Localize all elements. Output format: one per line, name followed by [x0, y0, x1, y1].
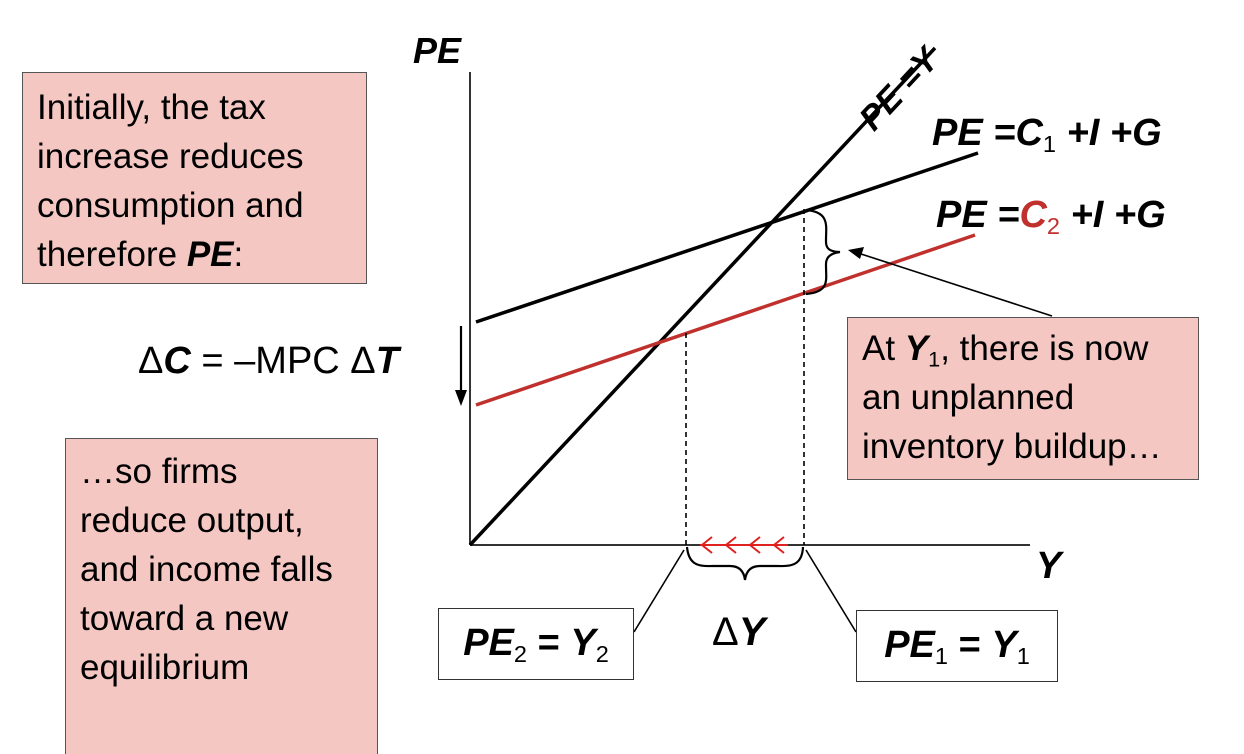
- delta-y-y: Y: [738, 610, 766, 654]
- pe2-eq-pe-sub: 2: [513, 641, 528, 668]
- initial-line-4: therefore PE:: [37, 230, 366, 279]
- firms-line-4: toward a new: [80, 599, 289, 638]
- delta-c-mid: = –MPC: [190, 340, 351, 382]
- pe2-c: C: [1019, 194, 1047, 236]
- firms-line-2: reduce output,: [80, 501, 304, 540]
- delta-y-delta: Δ: [712, 610, 739, 654]
- initial-line-1: Initially, the tax: [37, 88, 266, 127]
- pe1-eq-pe: PE: [884, 624, 935, 666]
- pe-equals-y-line: [468, 46, 937, 547]
- pe1-line: [475, 151, 979, 324]
- pe1-eq-sign: =: [948, 624, 992, 666]
- delta-c-t: T: [375, 340, 399, 382]
- initial-line-4-text: therefore: [37, 235, 187, 274]
- pe1-leader: [805, 549, 857, 633]
- inventory-box: At Y1, there is now an unplanned invento…: [847, 317, 1199, 480]
- pe1-eq: =: [993, 112, 1016, 154]
- inventory-brace: [805, 208, 841, 296]
- inventory-pointer-line: [857, 252, 1053, 317]
- pe2-eq-y-sub: 2: [595, 641, 609, 668]
- pe1-c: C: [1015, 112, 1043, 154]
- pe2-eq-pe: PE: [463, 622, 514, 664]
- inventory-line-3: inventory buildup…: [862, 427, 1162, 466]
- inventory-line-2: an unplanned: [862, 378, 1075, 417]
- pe1-line-label: PE =C1 +I +G: [932, 112, 1162, 158]
- inventory-pre: At: [862, 329, 905, 368]
- firms-response-box: …so firms reduce output, and income fall…: [65, 438, 378, 754]
- initial-colon: :: [233, 235, 244, 274]
- x-axis-label: Y: [1036, 545, 1062, 587]
- inventory-pointer-head: [848, 247, 864, 259]
- firms-line-5: equilibrium: [80, 648, 250, 687]
- pe2-equilibrium-label: PE2 = Y2: [438, 608, 634, 680]
- initial-line-3: consumption and: [37, 186, 304, 225]
- inventory-y: Y: [904, 329, 929, 368]
- pe2-eq: =: [997, 194, 1020, 236]
- pe2-rest: +I +G: [1070, 194, 1166, 236]
- pe2-eq-sign: =: [527, 622, 571, 664]
- initial-line-2: increase reduces: [37, 137, 304, 176]
- y-axis-label: PE: [413, 30, 462, 71]
- pe2-c-sub: 2: [1046, 213, 1061, 240]
- pe1-rest: +I +G: [1066, 112, 1162, 154]
- inventory-line-1: At Y1, there is now: [862, 324, 1198, 373]
- pe1-eq-y: Y: [991, 624, 1017, 666]
- firms-line-3: and income falls: [80, 550, 333, 589]
- pe1-eq-pe-sub: 1: [934, 643, 949, 670]
- inventory-y-sub: 1: [928, 346, 941, 372]
- pe1-c-sub: 1: [1042, 131, 1057, 158]
- initial-pe: PE: [186, 235, 234, 274]
- delta-y-brace: [685, 546, 805, 581]
- pe2-eq-y: Y: [570, 622, 596, 664]
- pe2-leader: [633, 549, 685, 633]
- firms-line-1: …so firms: [80, 452, 238, 491]
- delta-c-delta: Δ: [138, 340, 164, 382]
- pe1-equilibrium-label: PE1 = Y1: [856, 610, 1058, 682]
- x-shift-arrows: [700, 536, 785, 554]
- delta-c-delta2: Δ: [350, 340, 376, 382]
- inventory-post: , there is now: [940, 329, 1149, 368]
- pe2-line-label: PE =C2 +I +G: [936, 194, 1166, 240]
- delta-c-label: ΔC = –MPC ΔT: [138, 340, 399, 383]
- pe1-pe: PE: [932, 112, 983, 154]
- initial-effect-box: Initially, the tax increase reduces cons…: [22, 72, 367, 284]
- delta-y-label: ΔY: [712, 610, 765, 655]
- pe1-eq-y-sub: 1: [1016, 643, 1030, 670]
- pe2-pe: PE: [936, 194, 987, 236]
- delta-c-arrowhead: [455, 390, 467, 406]
- delta-c-c: C: [163, 340, 191, 382]
